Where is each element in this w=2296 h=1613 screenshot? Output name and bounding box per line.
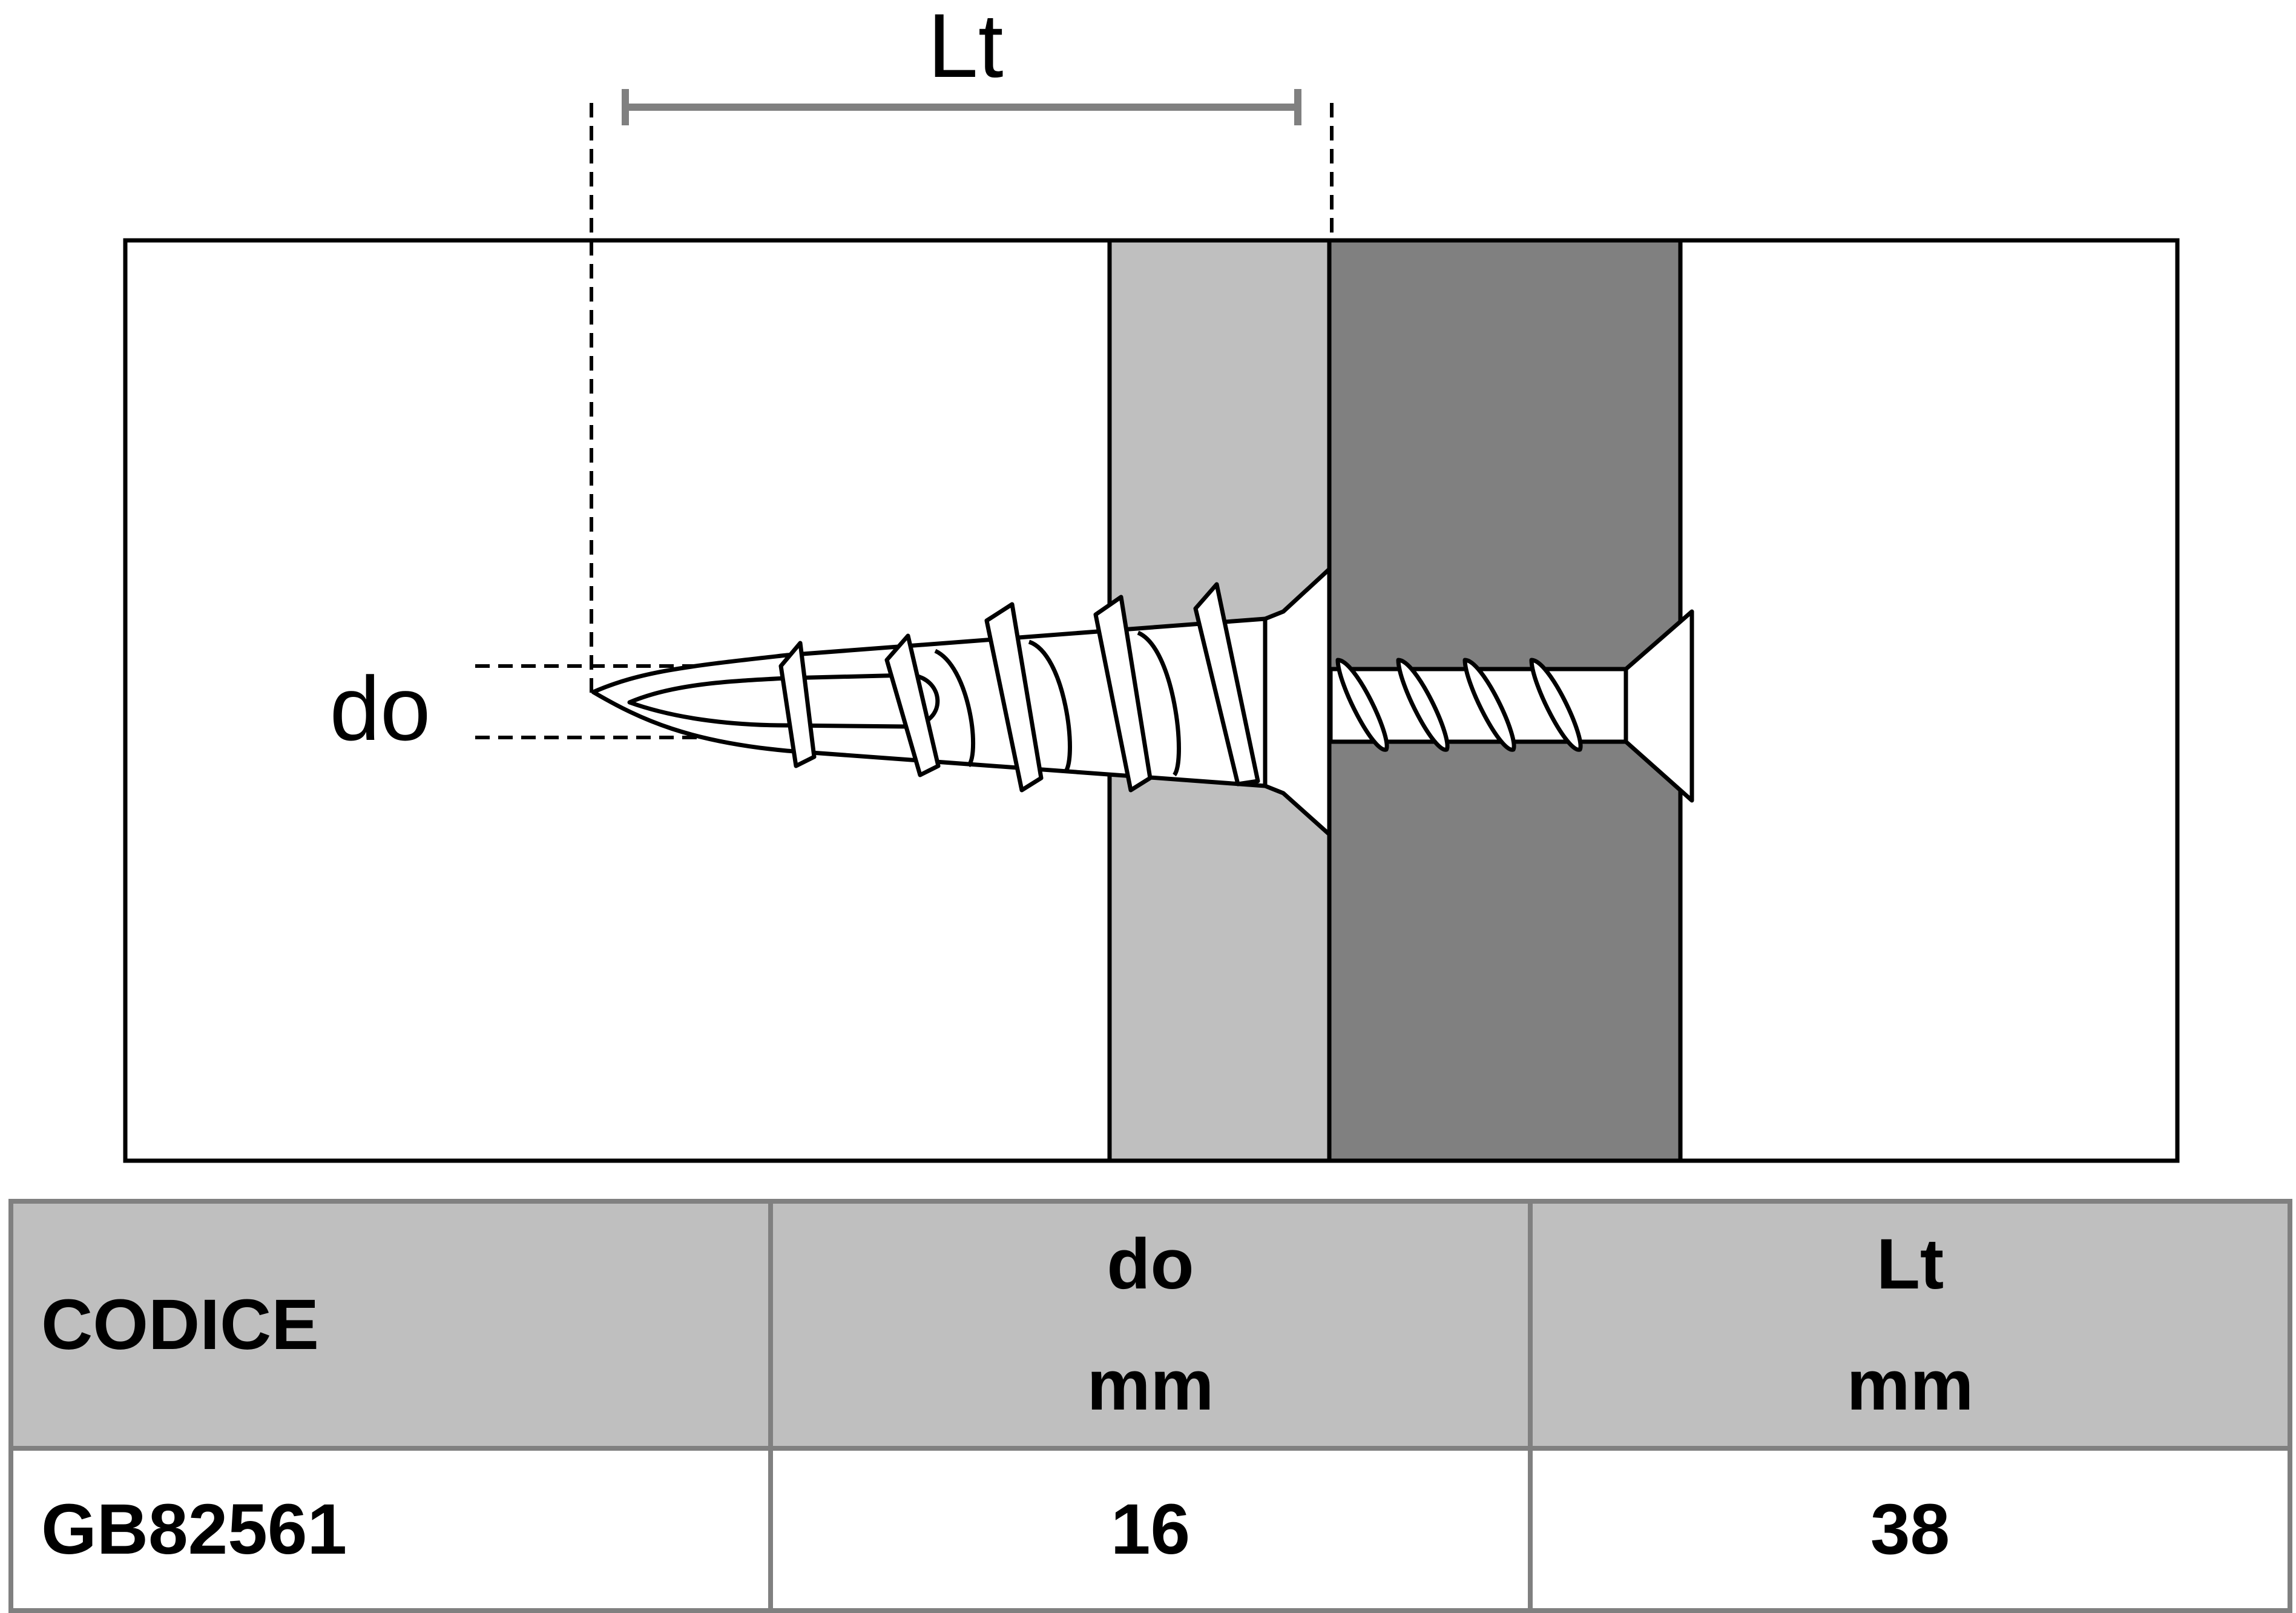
lt-label: Lt [927, 0, 1003, 96]
screw [1328, 609, 1694, 803]
installation-diagram: Lt do [123, 0, 2180, 1163]
header-codice: CODICE [8, 1199, 773, 1451]
cell-code: GB82561 [8, 1446, 773, 1613]
lt-dimension [622, 89, 1301, 125]
do-guide-lines [475, 664, 714, 739]
cell-lt: 38 [1528, 1446, 2292, 1613]
lt-guide-lines [590, 103, 1334, 696]
wall-anchor [591, 567, 1332, 837]
header-lt: Lt mm [1528, 1199, 2292, 1451]
table-row: GB82561 16 38 [8, 1446, 2292, 1613]
cell-do: 16 [768, 1446, 1533, 1613]
spec-table: CODICE do mm Lt mm GB82561 16 38 [8, 1199, 2292, 1613]
table-header-row: CODICE do mm Lt mm [8, 1199, 2292, 1451]
header-do: do mm [768, 1199, 1533, 1451]
do-label: do [330, 658, 431, 759]
